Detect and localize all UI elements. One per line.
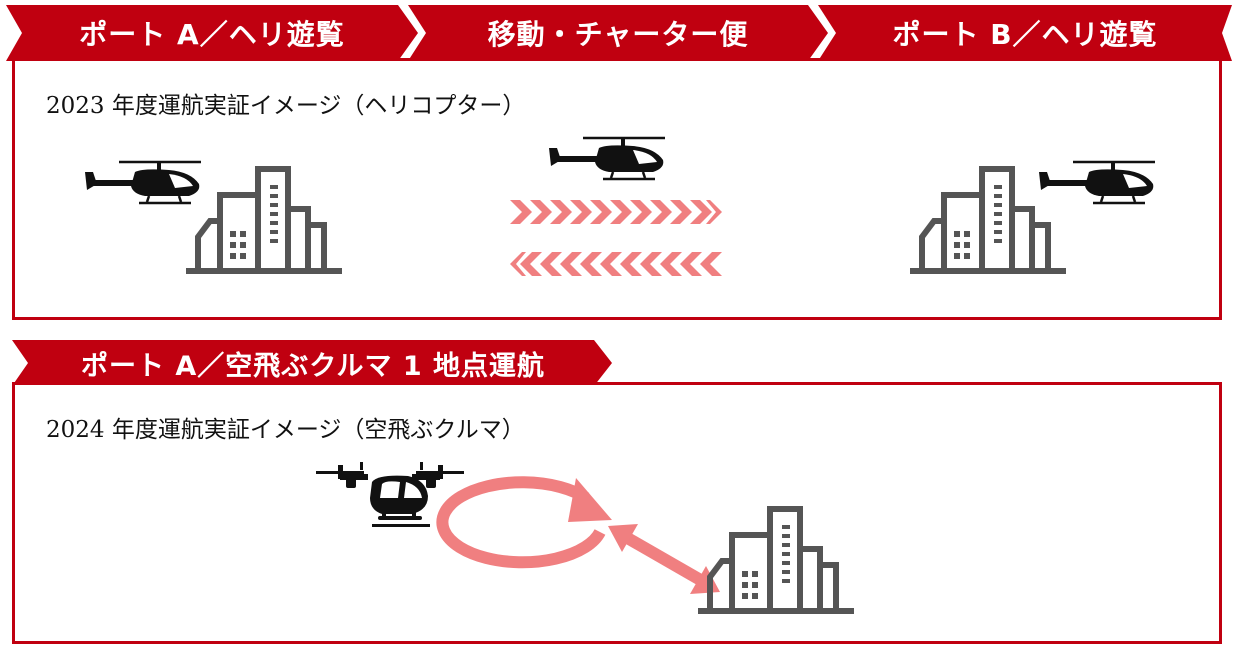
helicopter-panel — [12, 58, 1222, 320]
helicopter-icon — [1036, 158, 1158, 208]
building-icon — [696, 504, 856, 616]
step-3-chevron-shape — [818, 5, 1232, 61]
building-icon — [184, 164, 344, 276]
chevron-arrow-icon — [510, 252, 722, 276]
chevron-arrow-icon — [510, 200, 722, 224]
helicopter-icon — [546, 134, 668, 184]
step-2-label: 移動・チャーター便 — [487, 18, 749, 51]
evtol-header-shape — [12, 340, 612, 386]
loop-arrow-icon — [436, 476, 612, 569]
step-2-chevron-shape — [408, 5, 828, 61]
step-3-label: ポート B／ヘリ遊覧 — [892, 18, 1158, 51]
evtol-icon — [316, 462, 464, 527]
step-1-label: ポート A／ヘリ遊覧 — [79, 18, 345, 51]
step-1-chevron-shape — [6, 5, 418, 61]
evtol-panel — [12, 382, 1222, 644]
evtol-header-label: ポート A／空飛ぶクルマ 1 地点運航 — [80, 350, 546, 382]
helicopter-caption: 2023 年度運航実証イメージ（ヘリコプター） — [46, 93, 526, 119]
evtol-caption: 2024 年度運航実証イメージ（空飛ぶクルマ） — [46, 417, 525, 443]
process-bar — [6, 5, 1232, 61]
